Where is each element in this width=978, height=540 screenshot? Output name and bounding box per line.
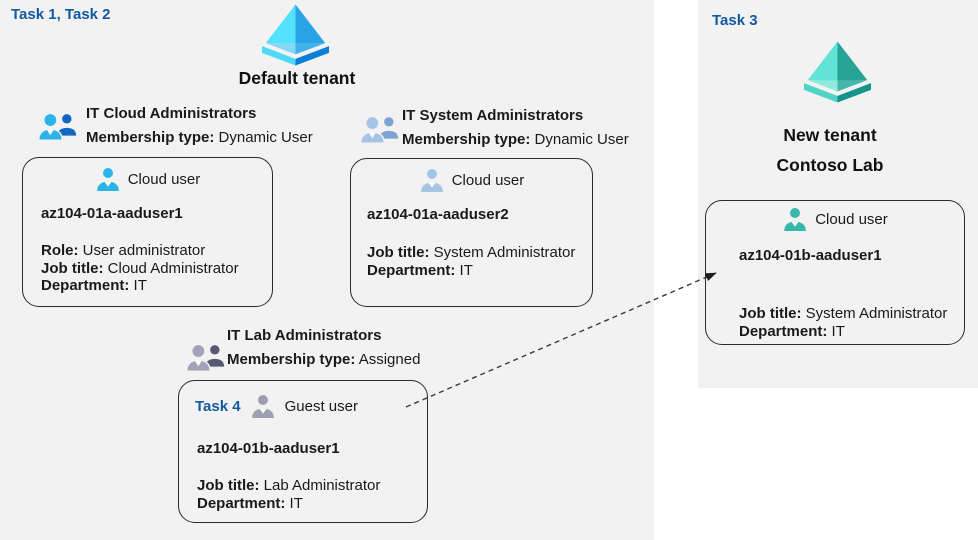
attribute-department: Department: IT [739,323,964,341]
username: az104-01a-aaduser1 [41,205,183,222]
card-header: Task 4 Guest user [179,393,427,419]
default-tenant-title: Default tenant [238,68,356,88]
user-type-label: Cloud user [815,210,888,228]
attribute-value: Lab Administrator [263,477,381,494]
cloud-user-card-aaduser1: Cloud user az104-01a-aaduser1 Role: User… [22,157,273,307]
group-membership: Membership type: Assigned [227,351,420,368]
user-type-label: Guest user [284,397,358,415]
attribute-label: Job title: [739,305,802,322]
task-4-label: Task 4 [195,397,241,415]
azure-ad-tenant-icon-teal [799,40,876,104]
cloud-user-icon [95,166,121,192]
attribute-department: Department: IT [367,262,592,280]
attribute-value: IT [289,494,303,512]
attribute-value: IT [133,277,147,294]
membership-type-value: Dynamic User [218,129,313,146]
membership-type-label: Membership type: [402,131,531,148]
group-title: IT System Administrators [402,107,584,124]
membership-type-label: Membership type: [227,351,356,368]
new-tenant-title-line2: Contoso Lab [776,155,884,175]
user-type-label: Cloud user [451,171,525,189]
group-title: IT Cloud Administrators [86,105,257,122]
user-group-icon [38,110,78,143]
user-group-icon [360,113,400,146]
group-title: IT Lab Administrators [227,327,382,344]
default-tenant-region [0,0,654,540]
attribute-label: Job title: [41,259,104,277]
attribute-value: IT [459,261,473,279]
username: az104-01b-aaduser1 [197,440,340,457]
membership-type-value: Dynamic User [534,131,629,148]
cloud-user-card-aaduser2: Cloud user az104-01a-aaduser2 Job title:… [350,158,593,307]
user-attributes: Job title: System Administrator Departme… [739,305,964,340]
new-tenant-cloud-user-card: Cloud user az104-01b-aaduser1 Job title:… [705,200,965,345]
group-membership: Membership type: Dynamic User [86,129,313,146]
group-membership: Membership type: Dynamic User [402,131,629,148]
task-1-2-label: Task 1, Task 2 [11,6,111,23]
cloud-user-icon [419,167,445,193]
attribute-department: Department: IT [41,277,272,295]
card-header: Cloud user [706,206,964,232]
user-attributes: Job title: System Administrator Departme… [367,244,592,279]
attribute-value: Cloud Administrator [107,259,239,277]
user-attributes: Job title: Lab Administrator Department:… [197,477,427,512]
user-attributes: Role: User administrator Job title: Clou… [41,242,272,295]
attribute-label: Department: [367,261,456,279]
attribute-job-title: Job title: Lab Administrator [197,477,427,495]
task-3-label: Task 3 [712,12,758,29]
attribute-label: Job title: [197,477,260,494]
username: az104-01a-aaduser2 [367,206,509,223]
username: az104-01b-aaduser1 [739,247,882,264]
attribute-label: Role: [41,242,79,259]
attribute-department: Department: IT [197,495,427,513]
new-tenant-title-line1: New tenant [783,125,877,145]
attribute-job-title: Job title: Cloud Administrator [41,260,272,278]
attribute-label: Department: [739,322,828,340]
attribute-value: System Administrator [805,305,948,322]
cloud-user-icon [782,206,808,232]
azure-ad-tenant-icon [257,3,334,67]
attribute-job-title: Job title: System Administrator [367,244,592,262]
attribute-value: System Administrator [433,244,576,261]
membership-type-value: Assigned [358,351,421,368]
guest-user-icon [250,393,276,419]
attribute-role: Role: User administrator [41,242,272,260]
attribute-label: Department: [197,494,286,512]
attribute-value: User administrator [82,242,206,259]
attribute-value: IT [831,322,845,340]
membership-type-label: Membership type: [86,129,215,146]
attribute-job-title: Job title: System Administrator [739,305,964,323]
card-header: Cloud user [351,167,592,193]
user-group-icon [186,341,226,374]
card-header: Cloud user [23,166,272,192]
attribute-label: Department: [41,277,130,294]
guest-user-card: Task 4 Guest user az104-01b-aaduser1 Job… [178,380,428,523]
new-tenant-title: New tenant Contoso Lab [740,120,920,180]
user-type-label: Cloud user [127,170,201,188]
attribute-label: Job title: [367,244,430,261]
